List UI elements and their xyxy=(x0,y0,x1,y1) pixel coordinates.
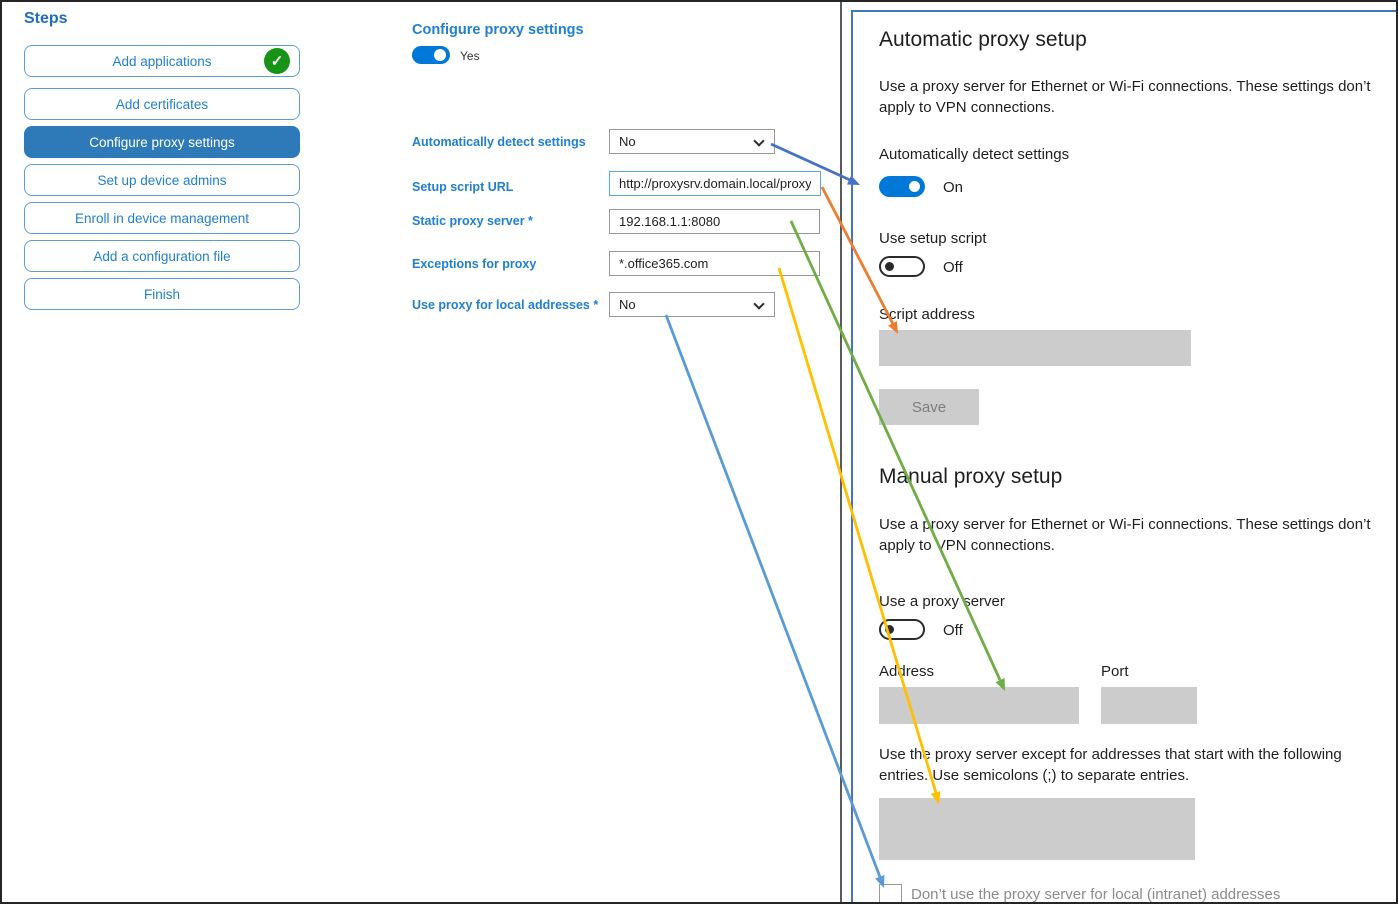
step-label: Add applications xyxy=(112,53,212,69)
detect-settings-dropdown[interactable]: No xyxy=(609,129,775,154)
form-title: Configure proxy settings xyxy=(412,22,584,38)
field-label-static-proxy: Static proxy server * xyxy=(412,214,533,228)
field-label-local-addresses: Use proxy for local addresses * xyxy=(412,298,599,312)
use-setup-script-toggle[interactable] xyxy=(879,256,925,277)
window-divider xyxy=(840,2,842,902)
port-input[interactable] xyxy=(1101,687,1197,724)
save-button[interactable]: Save xyxy=(879,389,979,425)
automatic-proxy-heading: Automatic proxy setup xyxy=(879,28,1087,51)
script-address-input[interactable] xyxy=(879,330,1191,366)
proxy-exceptions-textarea[interactable] xyxy=(879,798,1195,860)
automatic-proxy-description: Use a proxy server for Ethernet or Wi-Fi… xyxy=(879,78,1371,116)
step-label: Enroll in device management xyxy=(74,210,250,226)
exceptions-input[interactable] xyxy=(619,256,810,271)
toggle-knob xyxy=(885,625,894,634)
field-label-detect: Automatically detect settings xyxy=(412,135,586,149)
step-add-a-configuration-file[interactable]: Add a configuration file xyxy=(24,240,300,272)
field-label-exceptions: Exceptions for proxy xyxy=(412,257,537,271)
exceptions-input-wrap xyxy=(609,251,820,276)
use-proxy-server-label: Use a proxy server xyxy=(879,593,1005,610)
use-setup-script-label: Use setup script xyxy=(879,230,987,247)
step-label: Add certificates xyxy=(115,96,209,112)
toggle-knob xyxy=(909,181,920,192)
step-configure-proxy-settings[interactable]: Configure proxy settings xyxy=(24,126,300,158)
chevron-down-icon xyxy=(753,135,765,147)
local-addresses-dropdown[interactable]: No xyxy=(609,292,775,317)
address-input[interactable] xyxy=(879,687,1079,724)
script-address-label: Script address xyxy=(879,306,975,323)
step-label: Finish xyxy=(143,286,180,302)
toggle-knob xyxy=(434,49,446,61)
setup-script-url-input[interactable] xyxy=(619,176,811,191)
manual-proxy-description: Use a proxy server for Ethernet or Wi-Fi… xyxy=(879,516,1371,554)
use-setup-script-state: Off xyxy=(943,259,963,276)
settings-panel-border-top xyxy=(851,10,1396,12)
dropdown-value: No xyxy=(619,134,636,149)
static-proxy-input-wrap xyxy=(609,209,820,234)
step-label: Configure proxy settings xyxy=(89,134,235,150)
steps-heading: Steps xyxy=(24,10,68,27)
detect-settings-label: Automatically detect settings xyxy=(879,146,1070,163)
static-proxy-input[interactable] xyxy=(619,214,810,229)
settings-panel-border-left xyxy=(851,10,853,902)
use-proxy-server-state: Off xyxy=(943,622,963,639)
step-set-up-device-admins[interactable]: Set up device admins xyxy=(24,164,300,196)
step-label: Set up device admins xyxy=(97,172,227,188)
use-proxy-server-toggle[interactable] xyxy=(879,619,925,640)
chevron-down-icon xyxy=(753,298,765,310)
toggle-knob xyxy=(885,262,894,271)
address-label: Address xyxy=(879,663,935,680)
dropdown-value: No xyxy=(619,297,636,312)
local-intranet-checkbox-label: Don’t use the proxy server for local (in… xyxy=(911,886,1281,903)
configure-proxy-toggle[interactable] xyxy=(412,46,450,64)
completed-check-icon: ✓ xyxy=(264,48,290,74)
port-label: Port xyxy=(1101,663,1129,680)
detect-settings-state: On xyxy=(943,179,964,196)
step-add-certificates[interactable]: Add certificates xyxy=(24,88,300,120)
step-label: Add a configuration file xyxy=(93,248,231,264)
proxy-exceptions-note: Use the proxy server except for addresse… xyxy=(879,746,1342,784)
step-add-applications[interactable]: Add applications ✓ xyxy=(24,45,300,77)
step-enroll-in-device-management[interactable]: Enroll in device management xyxy=(24,202,300,234)
manual-proxy-heading: Manual proxy setup xyxy=(879,465,1063,488)
detect-settings-toggle[interactable] xyxy=(879,176,925,197)
step-finish[interactable]: Finish xyxy=(24,278,300,310)
setup-script-url-input-wrap xyxy=(609,171,821,196)
field-label-script-url: Setup script URL xyxy=(412,180,514,194)
configure-proxy-toggle-state: Yes xyxy=(460,49,480,63)
local-intranet-checkbox[interactable] xyxy=(879,884,902,902)
